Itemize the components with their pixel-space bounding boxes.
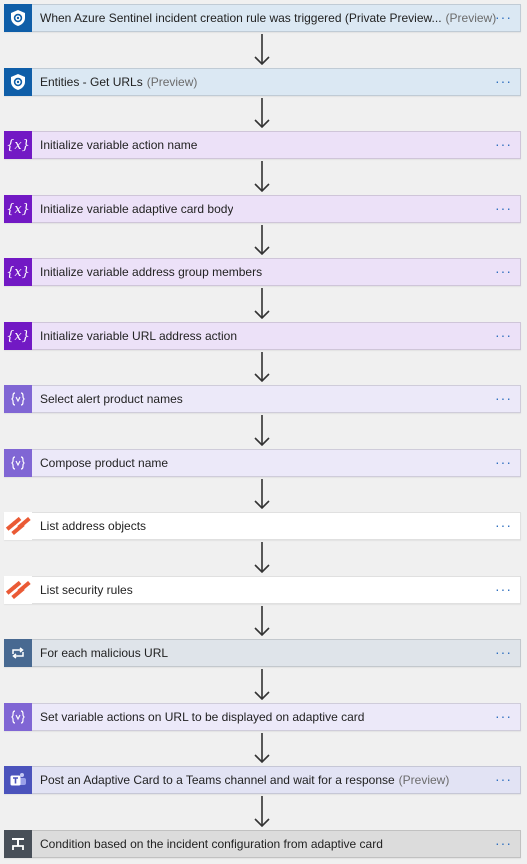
paloalto-icon bbox=[4, 576, 32, 604]
step-title: Entities - Get URLs bbox=[40, 75, 143, 89]
flow-connector-arrow bbox=[252, 34, 272, 65]
step-title: Select alert product names bbox=[40, 392, 183, 406]
variable-icon: {x} bbox=[4, 195, 32, 223]
flow-connector-arrow bbox=[252, 479, 272, 509]
sentinel-icon bbox=[4, 4, 32, 32]
more-options-button[interactable]: ··· bbox=[495, 771, 512, 787]
flow-step-card[interactable]: List security rules ··· bbox=[4, 576, 521, 604]
data-operation-icon bbox=[4, 703, 32, 731]
step-title: Compose product name bbox=[40, 456, 169, 470]
more-options-button[interactable]: ··· bbox=[495, 708, 512, 724]
flow-step-card[interactable]: {x} Initialize variable adaptive card bod… bbox=[4, 195, 521, 223]
sentinel-icon bbox=[4, 68, 32, 96]
step-title: Initialize variable adaptive card body bbox=[40, 202, 234, 216]
more-options-button[interactable]: ··· bbox=[495, 644, 512, 660]
variable-icon: {x} bbox=[4, 258, 32, 286]
flow-step-card[interactable]: Set variable actions on URL to be displa… bbox=[4, 703, 521, 731]
more-options-button[interactable]: ··· bbox=[495, 581, 512, 597]
teams-icon bbox=[4, 766, 32, 794]
loop-icon bbox=[4, 639, 32, 667]
flow-step-card[interactable]: When Azure Sentinel incident creation ru… bbox=[4, 4, 521, 32]
step-title: List address objects bbox=[40, 519, 147, 533]
more-options-button[interactable]: ··· bbox=[495, 390, 512, 406]
flow-connector-arrow bbox=[252, 796, 272, 827]
paloalto-icon bbox=[4, 512, 32, 540]
more-options-button[interactable]: ··· bbox=[495, 9, 512, 25]
more-options-button[interactable]: ··· bbox=[495, 835, 512, 851]
step-title: Initialize variable URL address action bbox=[40, 329, 237, 343]
step-title: For each malicious URL bbox=[40, 646, 169, 660]
step-title: Condition based on the incident configur… bbox=[40, 837, 383, 851]
flow-connector-arrow bbox=[252, 352, 272, 382]
more-options-button[interactable]: ··· bbox=[495, 454, 512, 470]
preview-tag: (Preview) bbox=[146, 75, 198, 89]
more-options-button[interactable]: ··· bbox=[495, 517, 512, 533]
step-title: List security rules bbox=[40, 583, 133, 597]
flow-step-card[interactable]: Select alert product names ··· bbox=[4, 385, 521, 413]
preview-tag: (Preview) bbox=[445, 11, 497, 25]
flow-step-card[interactable]: Condition based on the incident configur… bbox=[4, 830, 521, 858]
variable-icon: {x} bbox=[4, 322, 32, 350]
flow-step-card[interactable]: List address objects ··· bbox=[4, 512, 521, 540]
flow-step-card[interactable]: {x} Initialize variable action name ··· bbox=[4, 131, 521, 159]
condition-icon bbox=[4, 830, 32, 858]
step-title: When Azure Sentinel incident creation ru… bbox=[40, 11, 442, 25]
flow-step-card[interactable]: {x} Initialize variable address group mem… bbox=[4, 258, 521, 286]
step-title: Initialize variable action name bbox=[40, 138, 198, 152]
more-options-button[interactable]: ··· bbox=[495, 327, 512, 343]
variable-icon: {x} bbox=[4, 131, 32, 159]
data-operation-icon bbox=[4, 385, 32, 413]
flow-connector-arrow bbox=[252, 225, 272, 255]
flow-connector-arrow bbox=[252, 415, 272, 446]
flow-connector-arrow bbox=[252, 98, 272, 128]
step-title: Set variable actions on URL to be displa… bbox=[40, 710, 365, 724]
flow-connector-arrow bbox=[252, 161, 272, 192]
flow-connector-arrow bbox=[252, 542, 272, 573]
flow-connector-arrow bbox=[252, 606, 272, 636]
flow-step-card[interactable]: Compose product name ··· bbox=[4, 449, 521, 477]
data-operation-icon bbox=[4, 449, 32, 477]
more-options-button[interactable]: ··· bbox=[495, 73, 512, 89]
flow-step-card[interactable]: Entities - Get URLs(Preview) ··· bbox=[4, 68, 521, 96]
preview-tag: (Preview) bbox=[398, 773, 450, 787]
more-options-button[interactable]: ··· bbox=[495, 136, 512, 152]
step-title: Initialize variable address group member… bbox=[40, 265, 263, 279]
more-options-button[interactable]: ··· bbox=[495, 263, 512, 279]
step-title: Post an Adaptive Card to a Teams channel… bbox=[40, 773, 395, 787]
flow-step-card[interactable]: Post an Adaptive Card to a Teams channel… bbox=[4, 766, 521, 794]
flow-connector-arrow bbox=[252, 669, 272, 700]
more-options-button[interactable]: ··· bbox=[495, 200, 512, 216]
flow-connector-arrow bbox=[252, 733, 272, 763]
flow-step-card[interactable]: For each malicious URL ··· bbox=[4, 639, 521, 667]
flow-connector-arrow bbox=[252, 288, 272, 319]
flow-step-card[interactable]: {x} Initialize variable URL address actio… bbox=[4, 322, 521, 350]
